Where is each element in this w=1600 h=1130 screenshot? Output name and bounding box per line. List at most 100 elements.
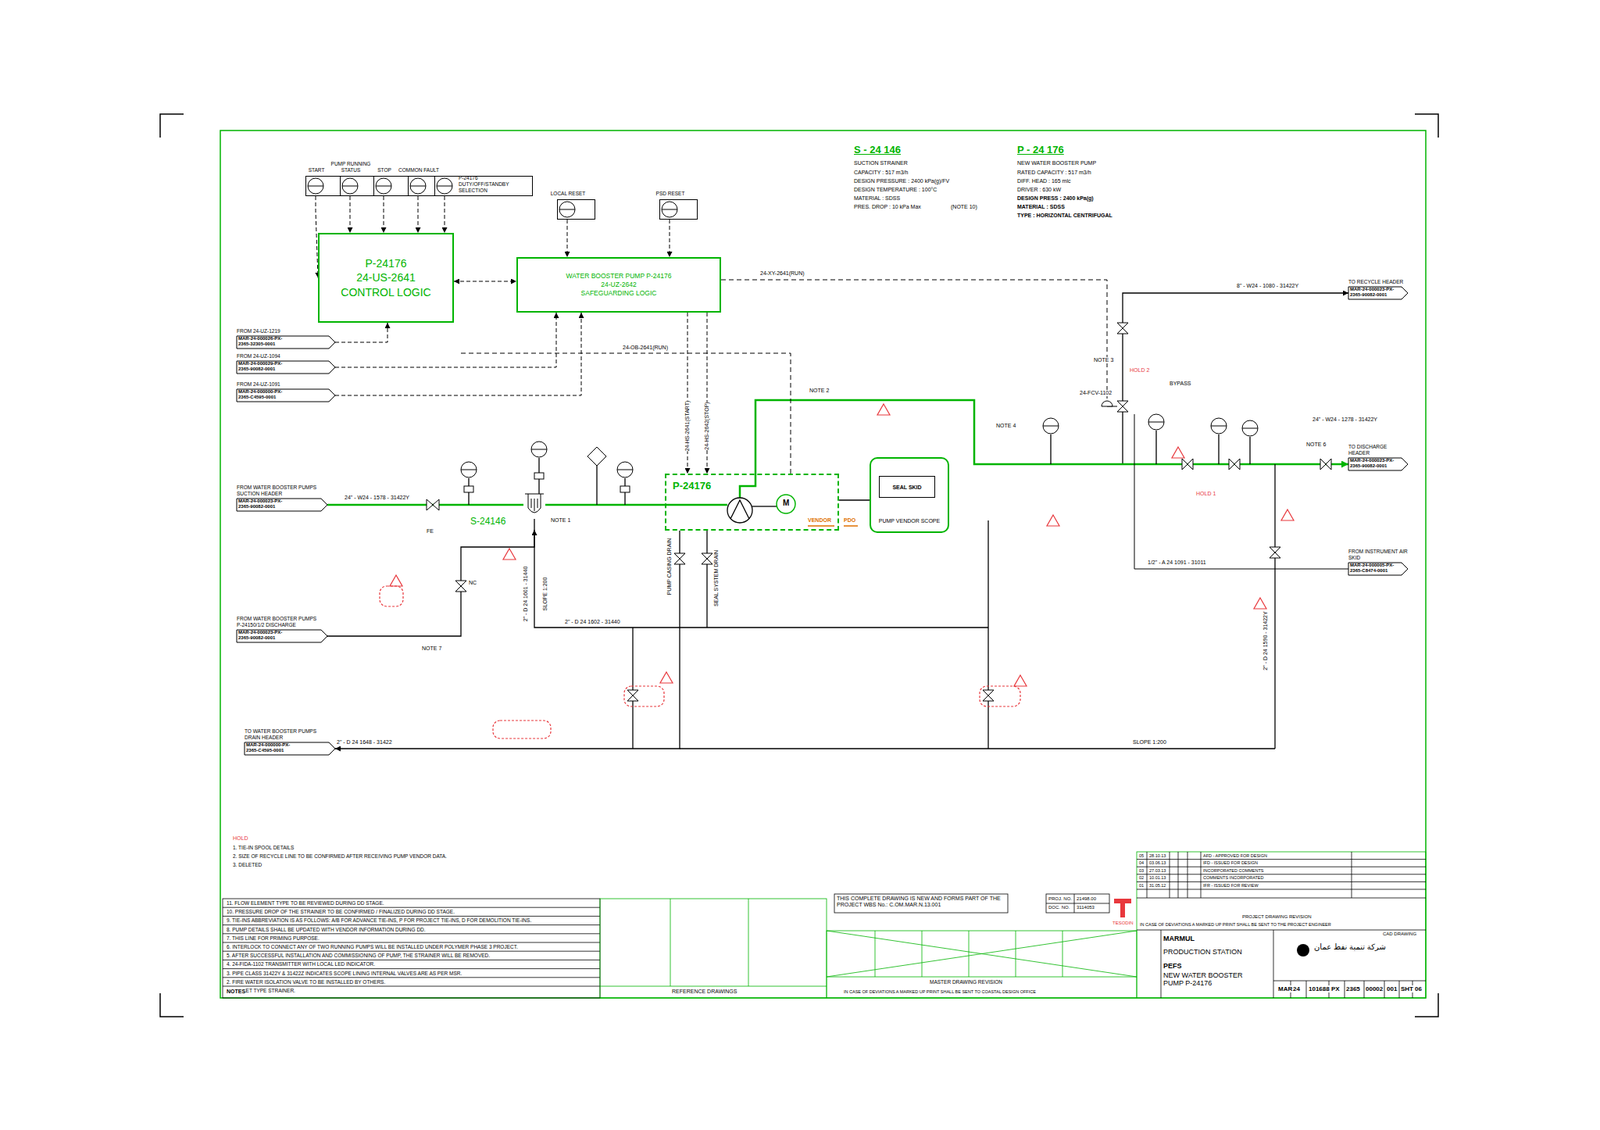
process-piping-part [706,530,708,628]
drawing-label: 2" - D 24 1590 - 31422Y [1262,610,1269,670]
bubble-line [375,185,392,187]
drawing-label: 00002 [1365,985,1383,993]
valve-symbols-part [701,553,713,565]
signal-tag: 24-HS-2641(START) [684,400,691,452]
revision-marks-part [379,585,404,607]
revision-marks-part [1014,675,1027,686]
connector-line [545,503,665,507]
bubble-circle [661,201,678,218]
box-caption: SEAL SKID [892,484,922,490]
connector-line [350,196,351,233]
connector-pentagon [236,498,328,511]
equipment-tag: P-24176 [672,479,711,492]
revision-marks-part [1253,597,1267,609]
process-piping-part [1274,464,1275,749]
valve-symbols [426,322,1332,701]
sheet-frame-part [160,114,1439,1017]
seal-skid-box: SEAL SKID [878,475,936,498]
drawing-label: 24" - W24 - 1278 - 31422Y [1312,416,1378,423]
connector-heading: FROM 24-UZ-1091 [236,381,331,388]
drawing-label: VENDOR [807,517,832,524]
process-piping-part [664,503,728,507]
strainer-body [525,493,544,513]
drawing-label: NOTE 6 [1306,441,1326,448]
connector-pentagon [236,389,336,402]
drawing-label: SEAL SYSTEM DRAIN [713,550,720,607]
connector-heading: FROM 24-UZ-1219 [236,328,331,335]
pump-symbol-part [752,505,777,507]
revision-marks-part [877,403,890,415]
drawing-label: 05 [1139,853,1144,858]
revision-marks [379,403,1294,739]
bubble-circle [436,178,453,194]
instrument-bubbles-part [1242,428,1258,429]
connector-line [335,322,388,343]
bubble-caption: COMMON FAULT [395,167,443,174]
connector-heading: FROM WATER BOOSTER PUMPS SUCTION HEADER [236,484,323,497]
drawing-label: 24-XY-2641(RUN) [760,270,805,277]
bubble-circle [375,178,392,194]
control-logic-box: P-2417624-US-2641CONTROL LOGIC [317,232,454,323]
drawing-label: 6. INTERLOCK TO CONNECT ANY OF TWO RUNNI… [226,943,518,950]
logic-title: 24-US-2641 [356,270,416,285]
drawing-label: PDO [843,517,856,524]
drawing-label: TESODIN [1112,920,1134,926]
revision-marks-part [492,720,551,739]
valve-symbols-part [534,472,544,479]
drawing-label: 9. TIE-INS ABBREVIATION IS AS FOLLOWS: A… [226,917,532,923]
logic-title: CONTROL LOGIC [340,285,431,300]
valve-symbols-part [426,499,440,511]
connector-heading: FROM 24-UZ-1094 [236,353,331,360]
revision-marks-part [624,685,665,707]
logic-title: WATER BOOSTER PUMP P-24176 [566,271,672,281]
drawing-label: شركة تنمية نفط عمان [1314,942,1386,952]
bubble-outline [557,200,577,219]
connector-heading: TO RECYCLE HEADER [1348,278,1408,286]
drawing-label: SLOPE 1:200 [542,577,549,611]
connector-id: MAR-24-000023-PX-2365-90082-0001 [1348,286,1400,298]
connector-line [417,196,419,233]
drawing-label: IFD - ISSUED FOR DESIGN [1203,860,1258,865]
valve-symbols-part [1101,400,1113,407]
drawing-label: SLOPE 1:200 [1132,739,1167,746]
drawing-label: 2" - D 24 1602 - 31440 [564,618,621,625]
connector-heading: FROM WATER BOOSTER PUMPS P-24150/1/2 DIS… [236,615,323,629]
drawing-label: 24-OB-2641(RUN) [622,344,668,351]
connector-line [669,219,671,258]
logic-title: P-24176 [365,256,408,271]
drawing-label: 2" - D 24 1601 - 31440 [522,566,529,622]
drawing-label: PUMP CASING DRAIN [666,538,673,596]
drawing-label: DESIGN TEMPERATURE : 100°C [853,186,937,193]
offpage-connector: FROM INSTRUMENT AIR SKIDMAR-24-000005-PX… [1348,562,1408,575]
instrument-bubbles-part [587,446,607,466]
drawing-label: 2. SIZE OF RECYCLE LINE TO BE CONFIRMED … [232,853,447,859]
revision-marks-part [389,575,403,586]
title-block-grid-part [1136,851,1426,998]
drawing-label: 31.05.12 [1149,882,1166,888]
title-block-grid-part [834,893,1008,913]
drawing-label: NOTE 2 [809,387,829,394]
offpage-connector: FROM WATER BOOSTER PUMPS SUCTION HEADERM… [236,498,328,511]
bubble-line [342,185,358,187]
drawing-label: SHT [1400,985,1414,993]
drawing-label: 03 [1139,867,1144,873]
valve-symbols-part [674,553,686,565]
instrument-bubbles-part [617,461,633,478]
connector-line [327,503,524,507]
vendor-scope-box: PUMP VENDOR SCOPESEAL SKID [869,457,950,533]
drawing-label: 3114053 [1076,904,1095,911]
title-block-grid-part [222,907,600,986]
drawing-label: PROJ. NO. [1048,896,1072,902]
title-block-grid-part [1046,893,1110,913]
drawing-label: FE [426,528,434,535]
drawing-label: MAR [1278,985,1293,993]
drawing-label: NOTE 3 [1093,357,1114,364]
drawing-label: CAPACITY : 517 m3/h [853,169,908,176]
pump-symbol-part [776,494,796,514]
title-block-grid-part [1160,929,1426,998]
logic-title: 24-UZ-2642 [600,280,636,290]
connector-line [755,292,1349,474]
company-logos-part [1114,898,1132,918]
drawing-label: PRODUCTION STATION [1163,947,1243,956]
offpage-connector: TO WATER BOOSTER PUMPS DRAIN HEADERMAR-2… [244,742,336,755]
